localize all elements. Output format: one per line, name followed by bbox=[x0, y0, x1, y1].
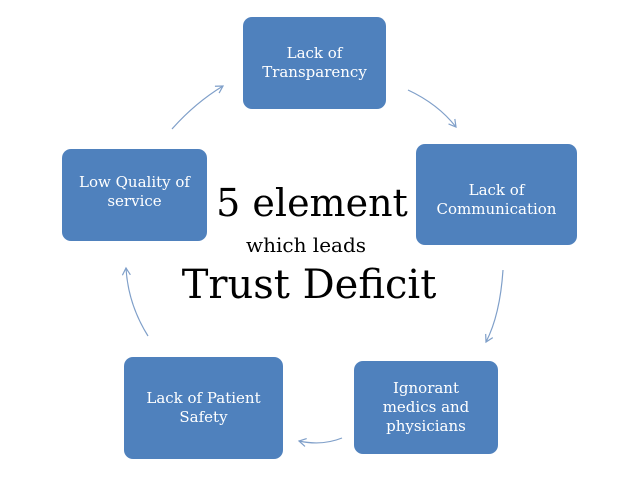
box-label: Lack of Communication bbox=[436, 180, 557, 218]
box-ignorant-medics: Ignorant medics and physicians bbox=[354, 361, 498, 454]
arrow-quality-to-transparency bbox=[171, 85, 225, 130]
arrow-communication-to-ignorant bbox=[485, 269, 504, 344]
center-subtitle: which leads bbox=[245, 233, 367, 257]
arrow-transparency-to-communication bbox=[407, 89, 457, 128]
arrow-safety-to-quality bbox=[121, 266, 149, 337]
box-label: Low Quality of service bbox=[79, 173, 190, 210]
box-lack-of-communication: Lack of Communication bbox=[416, 144, 577, 245]
box-lack-of-transparency: Lack of Transparency bbox=[243, 17, 386, 109]
box-label: Lack of Transparency bbox=[262, 44, 367, 81]
box-lack-of-patient-safety: Lack of Patient Safety bbox=[124, 357, 283, 459]
box-label: Lack of Patient Safety bbox=[146, 389, 261, 426]
box-label: Ignorant medics and physicians bbox=[382, 379, 470, 435]
center-headline: Trust Deficit bbox=[181, 262, 437, 308]
box-low-quality-of-service: Low Quality of service bbox=[62, 149, 207, 241]
center-title: 5 element bbox=[216, 181, 408, 225]
arrow-ignorant-to-safety bbox=[297, 437, 343, 447]
